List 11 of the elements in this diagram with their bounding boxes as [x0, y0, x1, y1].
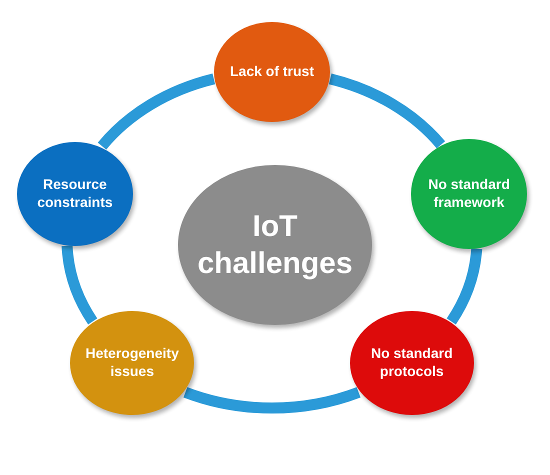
ring-connector [62, 245, 98, 324]
ring-connector [446, 248, 482, 324]
ring-connector [328, 74, 445, 149]
ring-connector [184, 387, 360, 414]
challenge-circle: Heterogeneity issues [70, 310, 194, 415]
challenge-circle: Lack of trust [214, 22, 330, 122]
center-circle: IoT challenges [178, 165, 372, 325]
ring-connector [98, 74, 216, 150]
challenge-circle: No standard protocols [350, 310, 474, 415]
challenge-circle: No standard framework [411, 138, 528, 249]
challenge-circle: Resource constraints [16, 142, 133, 246]
